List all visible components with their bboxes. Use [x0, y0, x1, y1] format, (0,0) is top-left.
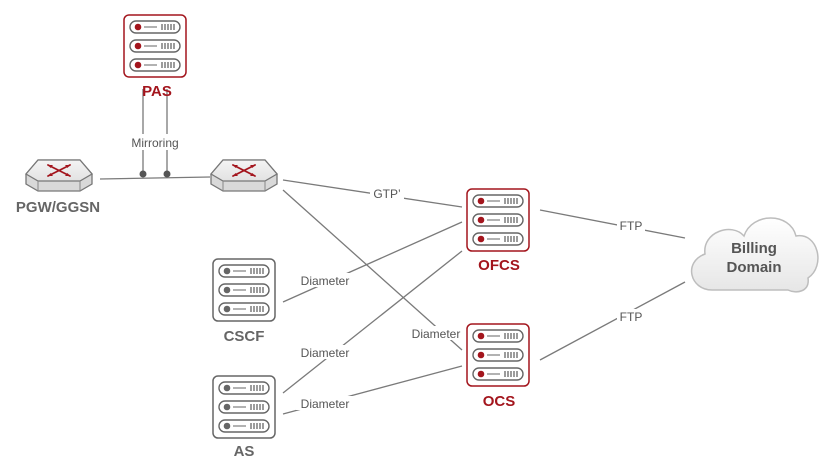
node-label-pas: PAS: [142, 83, 172, 100]
edge-label-diameter-cscf: Diameter: [301, 274, 350, 288]
node-label-pgw: PGW/GGSN: [16, 199, 100, 216]
edge-label-gtp: GTP’: [373, 187, 400, 201]
link-ofcs-billing: [539, 209, 686, 239]
node-label-as: AS: [234, 443, 255, 460]
node-ofcs: OFCS: [466, 188, 530, 274]
node-cscf: CSCF: [212, 258, 276, 345]
edge-label-diameter-as-ocs: Diameter: [301, 397, 350, 411]
cloud-label-line1: Billing: [731, 240, 777, 257]
mirror-tap-dot: [139, 170, 147, 178]
router-icon: [25, 159, 93, 192]
node-billing-domain: Billing Domain: [690, 217, 819, 293]
link-tap-ocs: [282, 189, 463, 351]
node-tap-router: [210, 159, 278, 192]
connections: [99, 89, 686, 415]
node-as: AS: [212, 375, 276, 460]
link-cscf-ofcs: [282, 221, 463, 303]
edge-label-diameter-tap-ocs: Diameter: [412, 327, 461, 341]
mirror-tap-dot: [163, 170, 171, 178]
edge-label-ftp-ofcs: FTP: [620, 219, 643, 233]
server-icon: [212, 258, 276, 322]
edge-label-mirroring: Mirroring: [131, 136, 178, 150]
node-label-cscf: CSCF: [224, 328, 265, 345]
cloud-icon: [690, 217, 819, 293]
server-icon: [212, 375, 276, 439]
router-icon: [210, 159, 278, 192]
link-as-ofcs: [282, 250, 463, 394]
edge-label-diameter-as-ofcs: Diameter: [301, 346, 350, 360]
server-icon: [466, 188, 530, 252]
edge-label-ftp-ocs: FTP: [620, 310, 643, 324]
node-pas: PAS: [123, 14, 187, 100]
node-label-ofcs: OFCS: [478, 257, 520, 274]
cloud-label-line2: Domain: [726, 259, 781, 276]
node-ocs: OCS: [466, 323, 530, 410]
server-icon: [123, 14, 187, 78]
node-pgw: PGW/GGSN: [16, 159, 100, 216]
node-label-ocs: OCS: [483, 393, 516, 410]
server-icon: [466, 323, 530, 387]
link-pgw-tap: [99, 176, 211, 180]
link-ocs-billing: [539, 281, 686, 361]
